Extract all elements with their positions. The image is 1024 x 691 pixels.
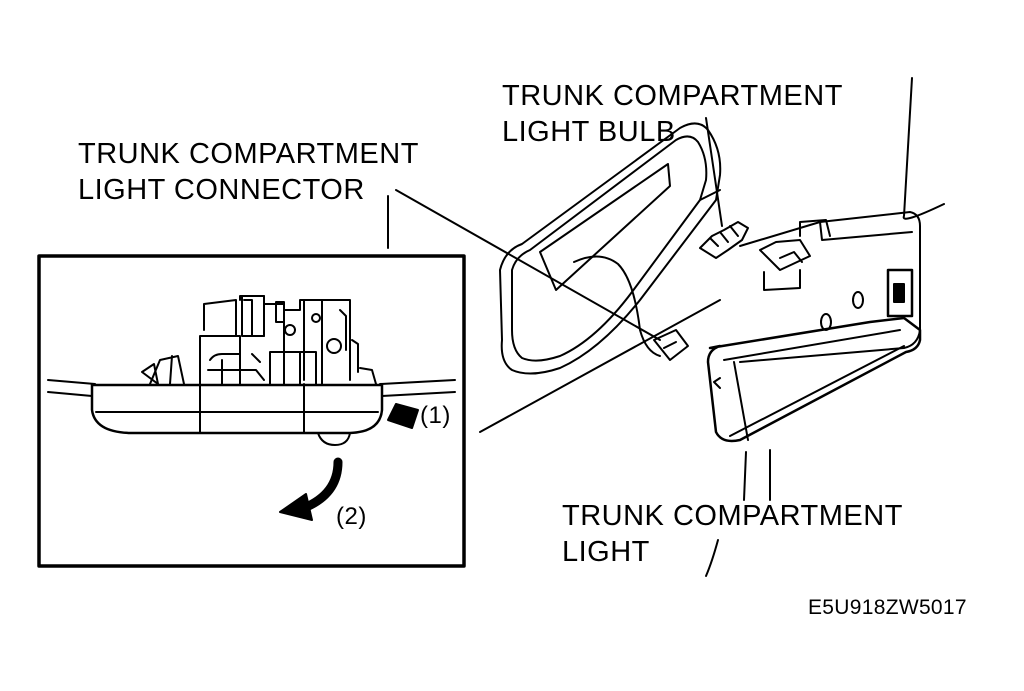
light-connector (653, 329, 689, 361)
label-step-1: (1) (420, 402, 451, 429)
leader-lamp-top (902, 77, 945, 220)
lamp-lens (706, 316, 922, 443)
label-connector-line2: LIGHT CONNECTOR (78, 174, 365, 206)
label-bulb-line1: TRUNK COMPARTMENT (502, 80, 843, 112)
label-bulb-line2: LIGHT BULB (502, 116, 676, 148)
leader-light-hook (705, 539, 719, 577)
connector-wire (573, 255, 661, 357)
leader-bulb (705, 117, 723, 227)
label-connector-line1: TRUNK COMPARTMENT (78, 138, 419, 170)
inset-detail-frame (37, 254, 466, 568)
label-light-line1: TRUNK COMPARTMENT (562, 500, 903, 532)
inset-mechanism (149, 295, 351, 385)
leader-light (743, 449, 771, 501)
leader-connector (395, 189, 661, 341)
inset-trim-left (47, 379, 96, 397)
light-bulb (699, 221, 749, 259)
lamp-housing-top (739, 211, 921, 363)
trunk-lid-trim-panel (499, 122, 722, 375)
inset-trim-right (379, 379, 456, 397)
label-step-2: (2) (336, 503, 367, 530)
figure-code: E5U918ZW5017 (808, 596, 967, 619)
arrow-step-2 (299, 457, 343, 513)
label-light-line2: LIGHT (562, 536, 650, 568)
inset-lamp-lens (90, 383, 384, 435)
